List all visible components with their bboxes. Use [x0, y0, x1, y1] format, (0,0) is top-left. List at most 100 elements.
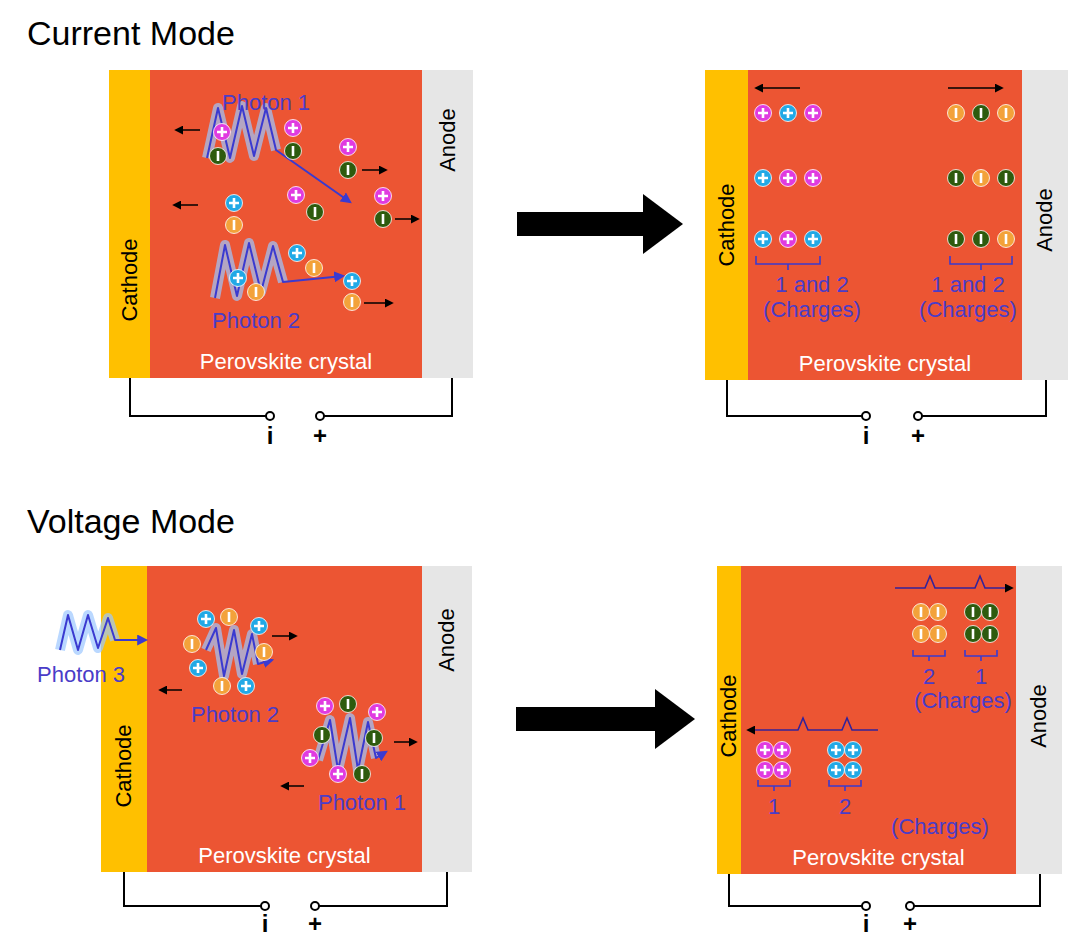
charge-carrier — [191, 639, 194, 649]
terminal-label: i — [863, 912, 870, 936]
charge-carrier — [780, 231, 797, 248]
drift-arrow — [160, 88, 1002, 786]
charge-carrier — [774, 742, 791, 759]
charge-carrier — [378, 191, 388, 201]
charge-carrier — [320, 701, 330, 711]
charge-carrier — [347, 165, 350, 175]
group-bracket — [965, 650, 997, 661]
photon-label: Photon 1 — [318, 790, 406, 815]
drift-arrow — [394, 741, 416, 743]
circuit-wire — [862, 902, 870, 910]
electrode-label: Cathode — [718, 674, 740, 757]
charge-carrier — [190, 660, 207, 677]
charge-carrier — [989, 629, 992, 639]
photon-path — [207, 106, 350, 202]
charge-carrier — [972, 607, 975, 617]
charge-carrier — [375, 211, 392, 228]
charge-carrier — [783, 234, 793, 244]
charge-carrier — [937, 629, 940, 639]
group-bracket — [829, 780, 861, 791]
electrode-strip: Cathode — [717, 566, 741, 874]
charge-carrier — [333, 769, 343, 779]
charge-carrier — [965, 604, 982, 621]
charge-carrier — [351, 297, 354, 307]
photon-label: Photon 2 — [191, 702, 279, 727]
charge-carrier — [201, 614, 211, 624]
charge-carrier — [805, 170, 822, 187]
charge-carrier — [760, 765, 770, 775]
material-label: Perovskite crystal — [150, 349, 422, 374]
charge-carrier — [780, 170, 797, 187]
charge-carrier — [184, 636, 201, 653]
crystal-panel: Perovskite crystalCathodeAnode — [101, 566, 472, 872]
charge-carrier — [340, 696, 357, 713]
charge-carrier — [755, 231, 772, 248]
charge-carrier — [920, 629, 923, 639]
charge-carrier — [288, 187, 305, 204]
charge-label: 2 — [923, 664, 935, 689]
charge-carrier — [948, 170, 965, 187]
charge-carrier — [848, 765, 858, 775]
charge-label: (Charges) — [891, 814, 989, 839]
circuit-wire — [261, 902, 269, 910]
charge-carrier — [313, 263, 316, 273]
charge-carrier — [366, 730, 383, 747]
charge-carrier — [344, 294, 361, 311]
charge-carrier — [198, 611, 215, 628]
charge-carrier — [330, 766, 347, 783]
charge-carrier — [226, 217, 243, 234]
charge-carrier — [256, 644, 273, 661]
circuit-wire — [862, 412, 870, 420]
charge-carrier — [193, 663, 203, 673]
charge-carrier — [913, 604, 930, 621]
group-bracket — [756, 256, 820, 270]
charge-carrier — [256, 644, 273, 661]
charge-carrier — [317, 698, 334, 715]
photon-glow — [60, 615, 115, 650]
charge-carrier — [783, 108, 793, 118]
electrode-strip: Anode — [1022, 70, 1068, 380]
charge-carrier — [805, 231, 822, 248]
charge-carrier — [330, 766, 347, 783]
charge-carrier — [292, 146, 295, 156]
charge-carrier — [805, 170, 822, 187]
photon-label: Photon 3 — [37, 662, 125, 687]
charge-carrier — [845, 762, 862, 779]
charge-carrier — [285, 120, 302, 137]
charge-carrier — [251, 618, 268, 635]
pulse-train — [748, 718, 878, 730]
charge-carrier — [292, 248, 302, 258]
drift-arrow — [756, 87, 800, 89]
charge-carrier — [973, 105, 990, 122]
drift-arrow — [395, 218, 418, 220]
charge-carrier — [369, 704, 386, 721]
charge-carrier — [831, 745, 841, 755]
charge-carrier — [998, 231, 1015, 248]
photon-path — [206, 628, 272, 676]
terminal-label: i — [262, 912, 269, 936]
charge-carrier — [251, 618, 268, 635]
charge-carrier — [210, 148, 227, 165]
group-bracket — [913, 650, 945, 661]
charge-carrier — [774, 762, 791, 779]
charge-carrier — [248, 284, 265, 301]
circuit-wire — [727, 380, 862, 416]
circuit-wire — [311, 902, 319, 910]
charge-carrier — [998, 170, 1015, 187]
charge-label: 1 and 2 (Charges) — [756, 272, 868, 323]
photon-label: Photon 2 — [212, 308, 300, 333]
charge-carrier — [321, 730, 324, 740]
charge-carrier — [221, 609, 238, 626]
charge-carrier — [314, 727, 331, 744]
charge-carrier — [948, 170, 965, 187]
terminal-label: + — [911, 424, 925, 448]
charge-carrier — [340, 696, 357, 713]
charge-carrier — [845, 742, 862, 759]
charge-carrier — [307, 204, 324, 221]
charge-carrier — [214, 678, 231, 695]
charge-carrier — [343, 142, 353, 152]
charge-carrier — [757, 762, 774, 779]
group-bracket — [756, 256, 1012, 791]
